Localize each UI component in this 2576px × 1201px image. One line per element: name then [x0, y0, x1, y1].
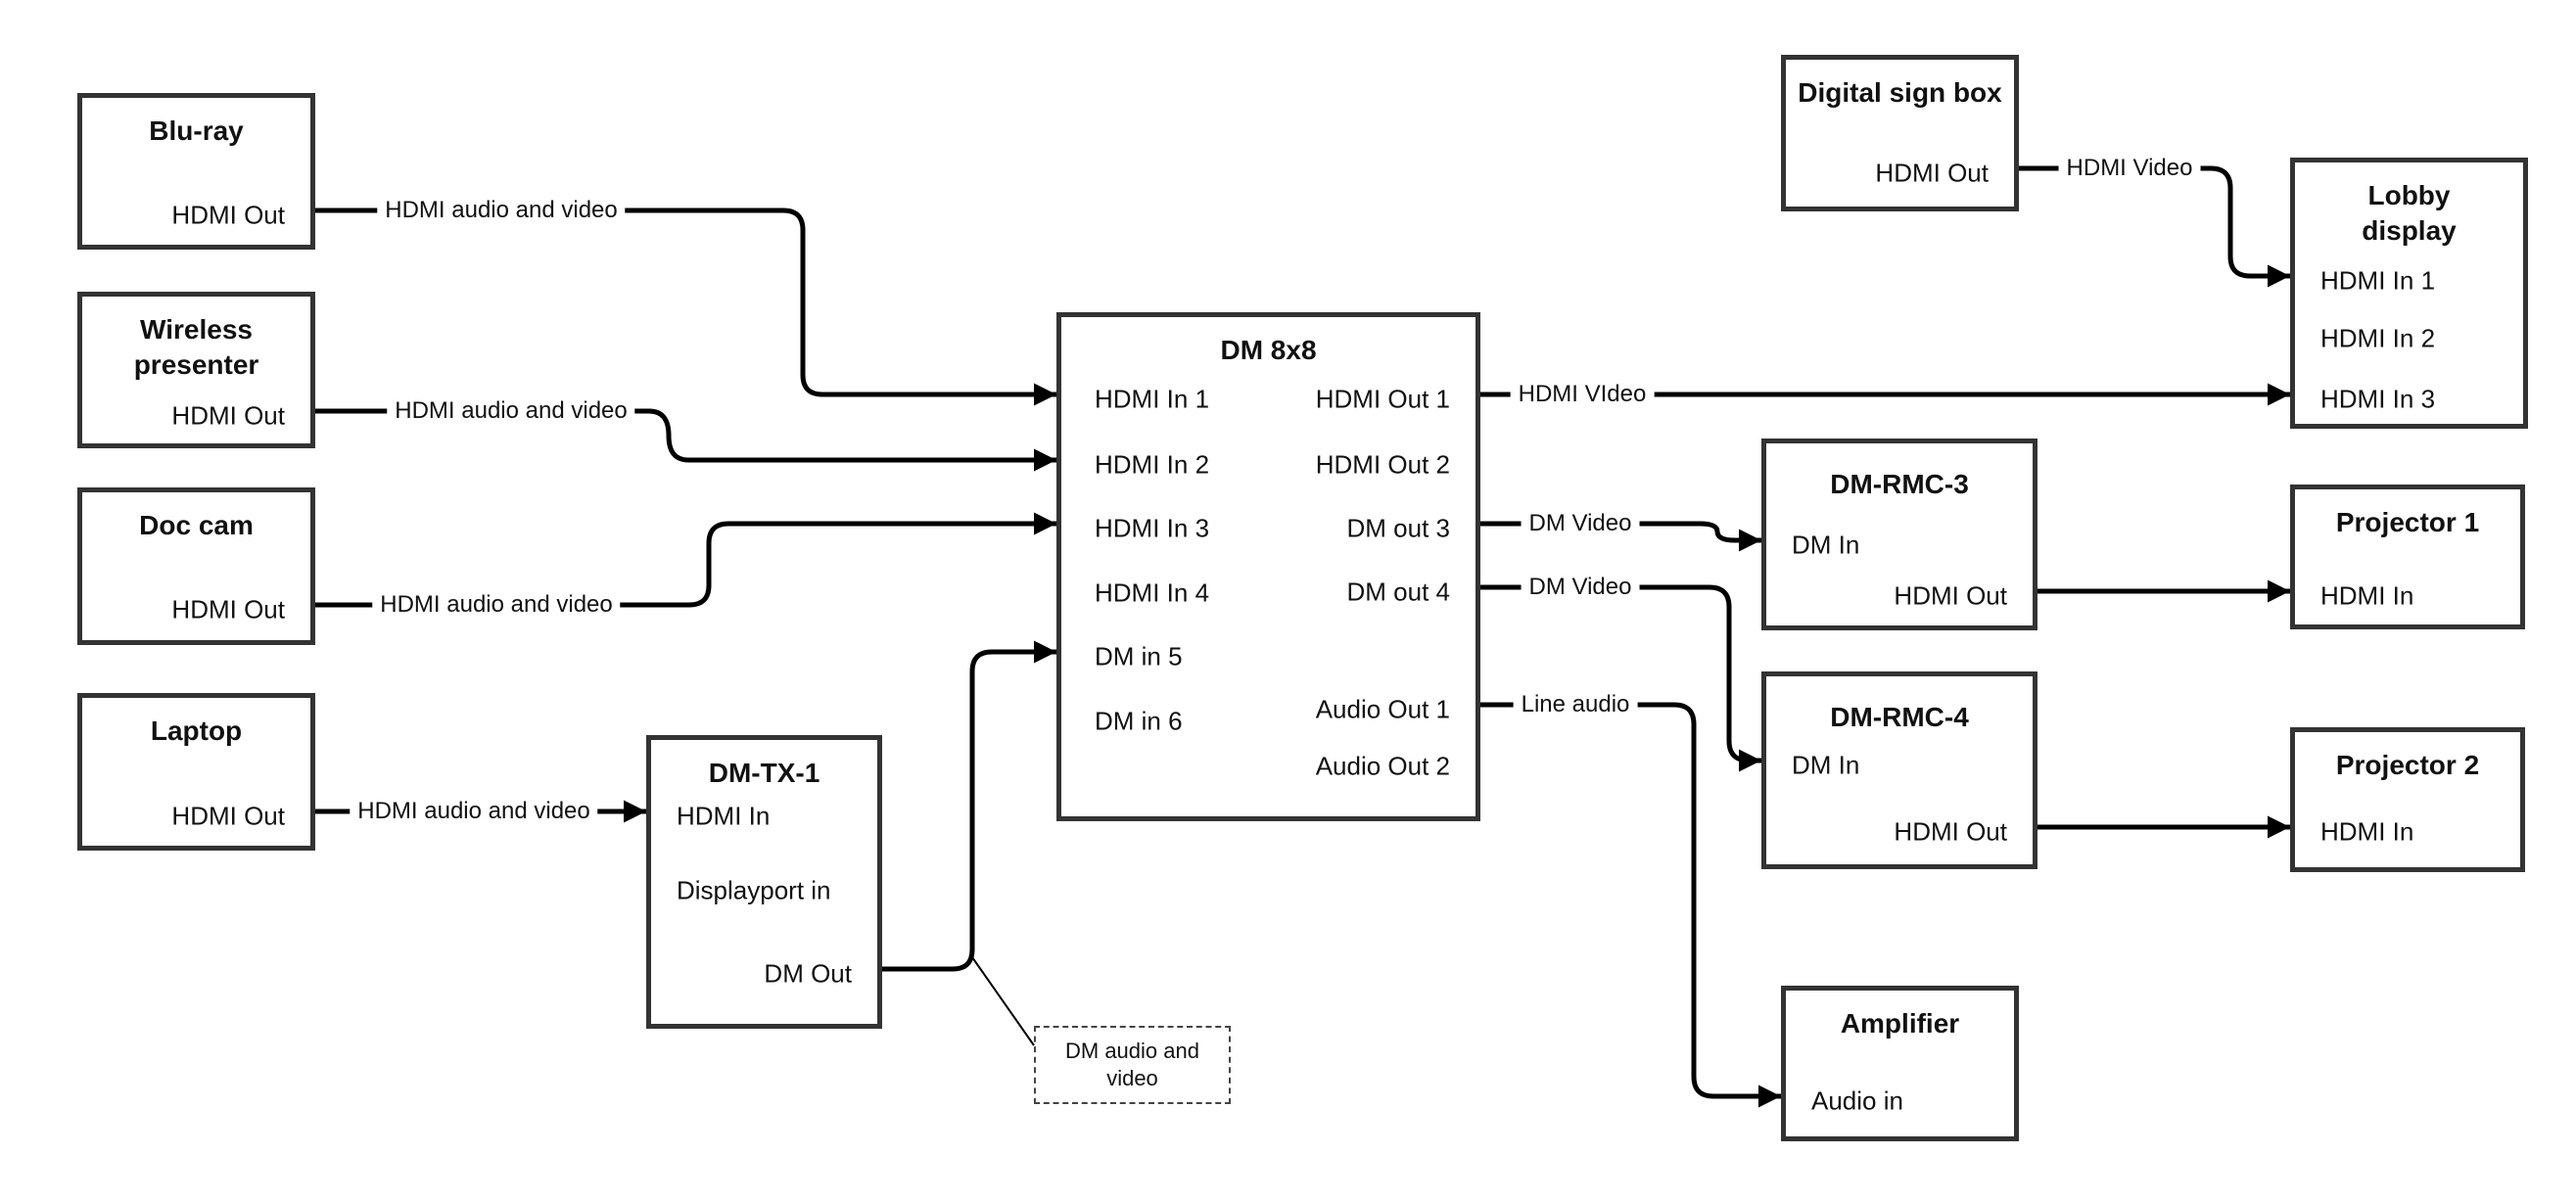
node-dmrmc4: DM-RMC-4 DM In HDMI Out — [1761, 671, 2037, 869]
port-lobby-hdmi-in-3: HDMI In 3 — [2320, 384, 2436, 414]
note-dm-audio-and-video: DM audio and video — [1034, 1026, 1231, 1104]
port-dmtx1-displayport-in: Displayport in — [677, 875, 831, 905]
node-dmrmc3-title: DM-RMC-3 — [1830, 469, 1969, 499]
port-dm8x8-dm-in-5: DM in 5 — [1095, 641, 1183, 671]
note-leader-line — [971, 956, 1035, 1046]
node-dmrmc4-title: DM-RMC-4 — [1830, 702, 1969, 732]
node-projector1-title: Projector 1 — [2335, 507, 2480, 537]
node-projector-2: Projector 2 HDMI In — [2290, 727, 2525, 872]
port-dm8x8-hdmi-out-1: HDMI Out 1 — [1315, 384, 1450, 414]
label-line-audio: Line audio — [1513, 691, 1638, 718]
wire-bluray-to-dm8x8-in1 — [315, 208, 1056, 406]
port-dmtx1-hdmi-in: HDMI In — [677, 801, 771, 831]
node-wireless-title: Wireless presenter — [133, 314, 259, 380]
node-amplifier-title: Amplifier — [1840, 1008, 1960, 1039]
node-bluray-title: Blu-ray — [149, 115, 244, 146]
node-laptop-title: Laptop — [150, 716, 243, 746]
port-lobby-hdmi-in-2: HDMI In 2 — [2320, 323, 2436, 353]
label-hdmi-video-out1: HDMI VIdeo — [1510, 381, 1655, 408]
port-dm8x8-dm-out-4: DM out 4 — [1346, 577, 1451, 607]
port-dm8x8-hdmi-in-2: HDMI In 2 — [1095, 449, 1210, 480]
label-laptop-hdmi-av: HDMI audio and video — [350, 798, 598, 825]
node-dmtx1-title: DM-TX-1 — [708, 758, 820, 788]
port-dm8x8-hdmi-in-1: HDMI In 1 — [1095, 384, 1210, 414]
port-dm8x8-hdmi-in-4: HDMI In 4 — [1095, 577, 1210, 608]
node-wireless-presenter: Wireless presenter HDMI Out — [77, 292, 315, 448]
port-digital-sign-hdmi-out: HDMI Out — [1875, 158, 1989, 188]
port-dmrmc3-dm-in: DM In — [1792, 530, 1860, 560]
port-amplifier-audio-in: Audio in — [1811, 1086, 1903, 1116]
port-doccam-hdmi-out: HDMI Out — [171, 594, 285, 624]
label-dm-video-out3: DM Video — [1521, 510, 1640, 537]
label-bluray-hdmi-av: HDMI audio and video — [377, 197, 626, 224]
wire-dmtx1-to-dm8x8-in5 — [882, 640, 1056, 972]
port-dm8x8-dm-out-3: DM out 3 — [1346, 513, 1451, 543]
port-projector2-hdmi-in: HDMI In — [2320, 816, 2414, 847]
node-lobby-title: Lobby display — [2362, 180, 2457, 246]
node-digital-sign-box: Digital sign box HDMI Out — [1781, 55, 2019, 211]
node-projector-1: Projector 1 HDMI In — [2290, 485, 2525, 629]
wire-digitalsign-to-lobby-in1 — [2019, 165, 2290, 288]
node-projector2-title: Projector 2 — [2335, 750, 2480, 780]
port-dm8x8-hdmi-in-3: HDMI In 3 — [1095, 513, 1210, 543]
node-dmrmc3: DM-RMC-3 DM In HDMI Out — [1761, 439, 2037, 630]
label-wireless-hdmi-av: HDMI audio and video — [387, 397, 635, 425]
wire-dmout4-to-dmrmc4 — [1480, 584, 1761, 772]
port-wireless-hdmi-out: HDMI Out — [171, 400, 285, 431]
node-bluray: Blu-ray HDMI Out — [77, 93, 315, 250]
port-projector1-hdmi-in: HDMI In — [2320, 580, 2414, 611]
label-doccam-hdmi-av: HDMI audio and video — [372, 591, 621, 619]
port-lobby-hdmi-in-1: HDMI In 1 — [2320, 265, 2436, 296]
node-dmtx1: DM-TX-1 HDMI In Displayport in DM Out — [646, 735, 882, 1029]
node-doccam-title: Doc cam — [139, 510, 254, 540]
node-digital-sign-title: Digital sign box — [1798, 77, 2002, 108]
port-dmtx1-dm-out: DM Out — [764, 958, 852, 989]
port-dm8x8-audio-out-2: Audio Out 2 — [1315, 751, 1450, 781]
port-dmrmc4-hdmi-out: HDMI Out — [1894, 816, 2007, 847]
port-dm8x8-hdmi-out-2: HDMI Out 2 — [1315, 449, 1450, 480]
node-lobby-display: Lobby display HDMI In 1 HDMI In 2 HDMI I… — [2290, 158, 2528, 429]
port-bluray-hdmi-out: HDMI Out — [171, 200, 285, 230]
node-laptop: Laptop HDMI Out — [77, 693, 315, 851]
node-amplifier: Amplifier Audio in — [1781, 986, 2019, 1141]
port-dmrmc4-dm-in: DM In — [1792, 750, 1860, 780]
port-dm8x8-dm-in-6: DM in 6 — [1095, 706, 1183, 736]
label-dm-video-out4: DM Video — [1521, 574, 1640, 601]
node-dm8x8-title: DM 8x8 — [1220, 335, 1317, 365]
port-dmrmc3-hdmi-out: HDMI Out — [1894, 580, 2007, 611]
node-doccam: Doc cam HDMI Out — [77, 487, 315, 645]
port-dm8x8-audio-out-1: Audio Out 1 — [1315, 694, 1450, 724]
wire-audioout1-to-amplifier — [1480, 702, 1781, 1108]
label-digitalsign-hdmi-video: HDMI Video — [2058, 155, 2201, 182]
port-laptop-hdmi-out: HDMI Out — [171, 801, 285, 831]
node-dm8x8: DM 8x8 HDMI In 1 HDMI In 2 HDMI In 3 HDM… — [1056, 312, 1480, 821]
